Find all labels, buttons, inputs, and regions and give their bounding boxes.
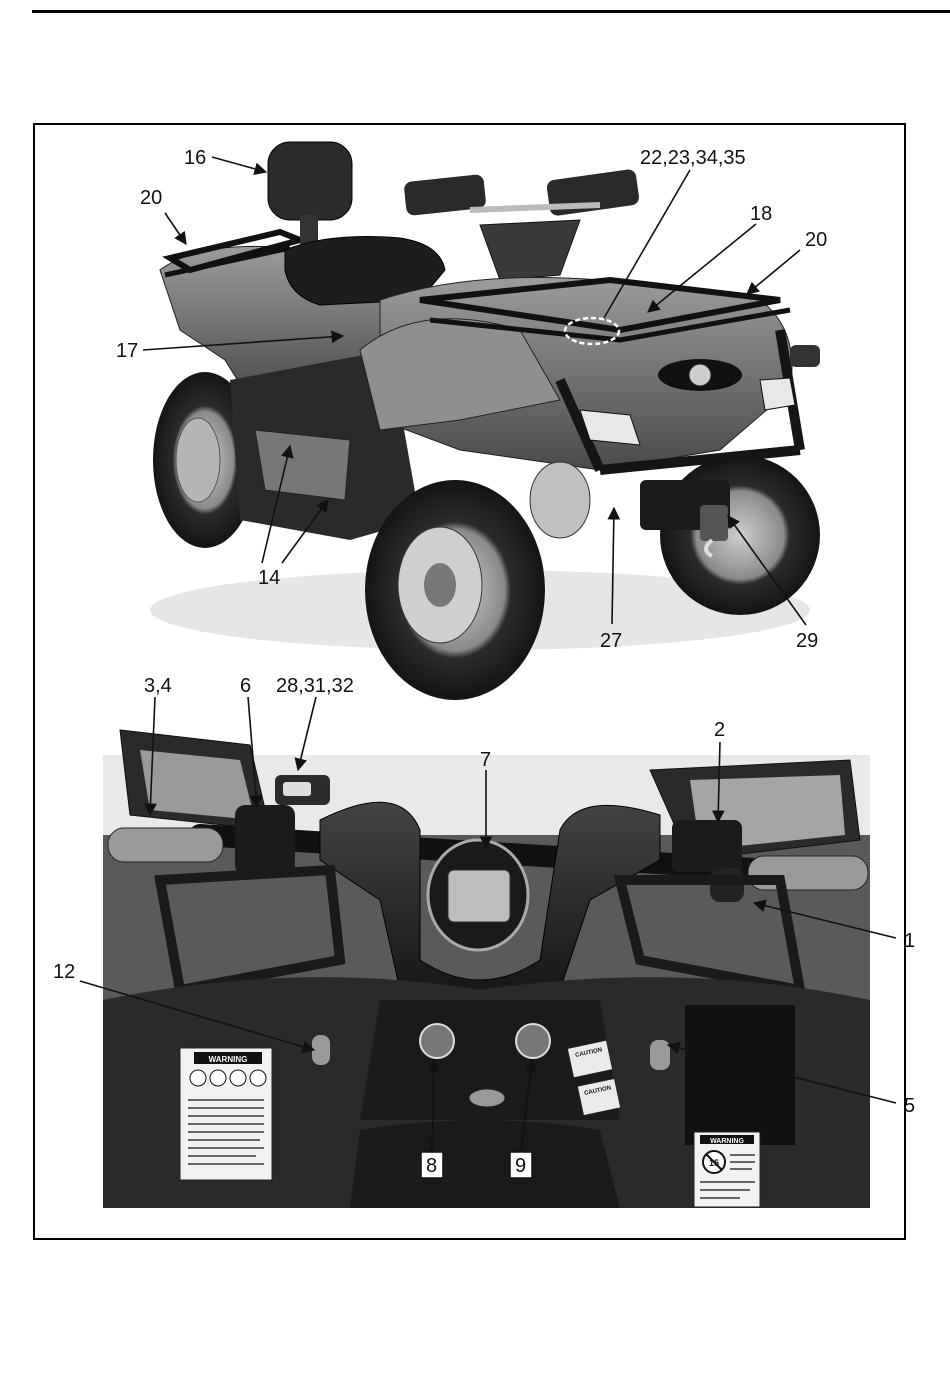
callout-16: 16 [184,147,206,169]
callout-7: 7 [480,749,491,771]
callout-20-rear: 20 [140,187,162,209]
callout-22-23-34-35: 22,23,34,35 [640,147,746,169]
callout-12: 12 [53,961,75,983]
left-grip [108,828,223,862]
callout-6: 6 [240,675,251,697]
warning-decal-left: WARNING [180,1048,272,1180]
callout-9: 9 [515,1155,526,1177]
switch-8 [420,1024,454,1058]
callout-29: 29 [796,630,818,652]
callout-1: 1 [904,930,915,952]
callout-27: 27 [600,630,622,652]
switch-9 [516,1024,550,1058]
callout-2: 2 [714,719,725,741]
callout-28-31-32: 28,31,32 [276,675,354,697]
front-right-tire [660,455,820,615]
passenger-backrest [268,142,352,220]
warning-decal-right: WARNING 15 [694,1132,760,1207]
svg-text:WARNING: WARNING [710,1138,744,1145]
svg-text:WARNING: WARNING [209,1055,248,1064]
callout-8: 8 [426,1155,437,1177]
callout-18: 18 [750,203,772,225]
callout-14: 14 [258,567,280,589]
callout-17: 17 [116,340,138,362]
callout-20-front: 20 [805,229,827,251]
atv-photo [150,142,820,700]
callout-5: 5 [904,1095,915,1117]
callout-3-4: 3,4 [144,675,172,697]
